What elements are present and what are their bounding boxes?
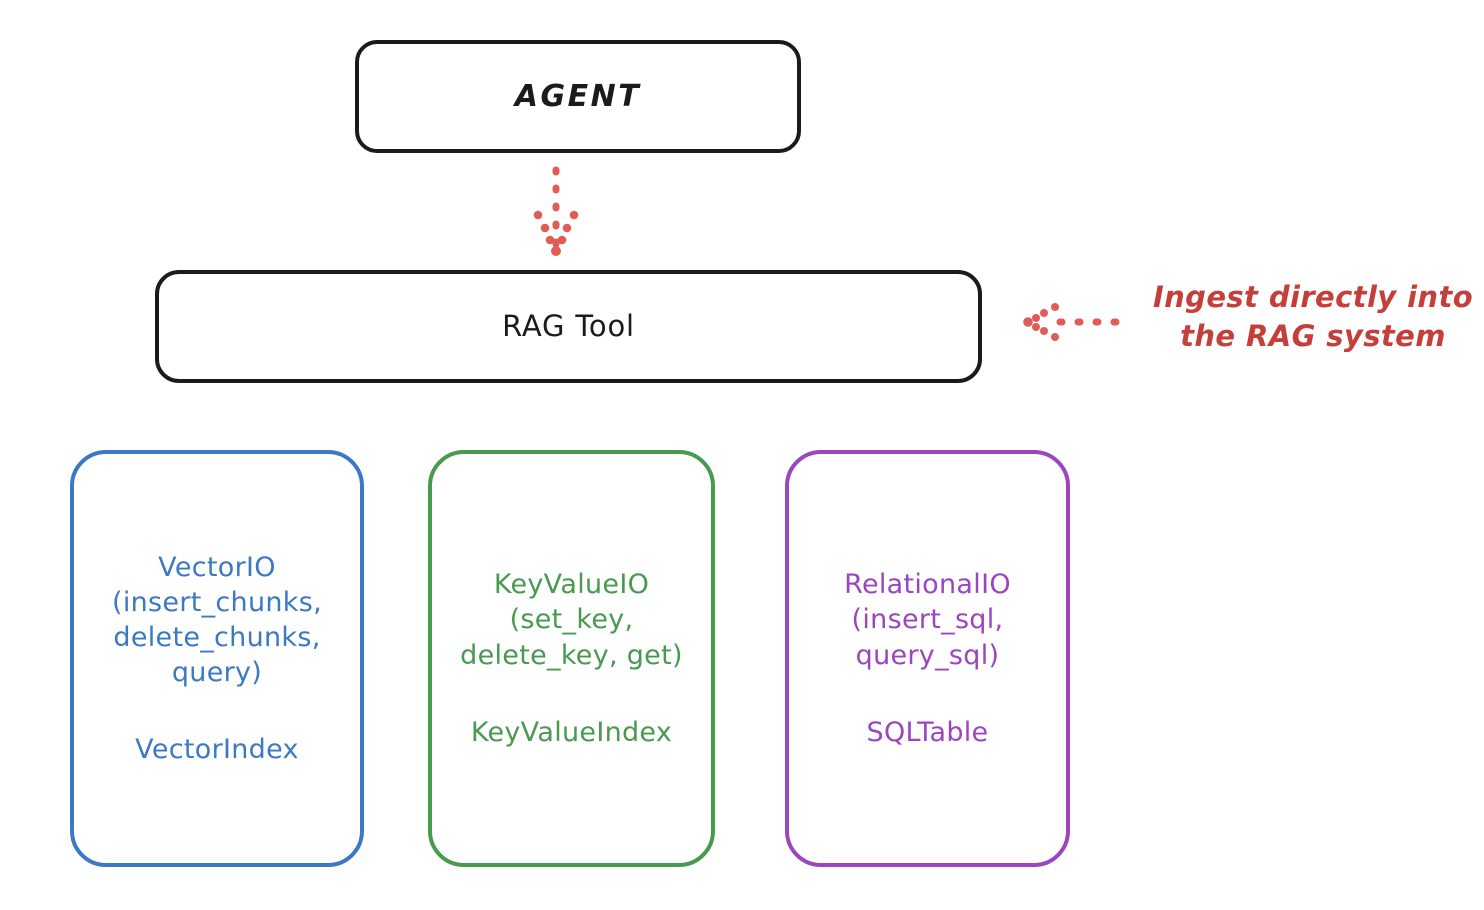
node-agent[interactable]: AGENT [355, 40, 801, 153]
node-key-value-io[interactable]: KeyValueIO (set_key, delete_key, get) Ke… [428, 450, 715, 867]
node-relational-io-index-label: SQLTable [866, 716, 989, 748]
node-agent-label: AGENT [514, 79, 642, 114]
node-rag-tool-label: RAG Tool [502, 308, 635, 343]
connector-agent-to-rag-tool [533, 166, 579, 256]
dotted-arrowhead-left [1023, 303, 1059, 341]
node-vector-io-index-label: VectorIndex [135, 734, 299, 766]
node-vector-io[interactable]: VectorIO (insert_chunks, delete_chunks, … [70, 450, 364, 867]
node-rag-tool[interactable]: RAG Tool [155, 270, 982, 383]
connector-annotation-to-rag-tool [1023, 303, 1130, 341]
node-relational-io-api-label: RelationalIO (insert_sql, query_sql) [844, 569, 1011, 671]
dotted-arrowhead-down [533, 210, 579, 256]
node-relational-io[interactable]: RelationalIO (insert_sql, query_sql) SQL… [785, 450, 1070, 867]
annotation-ingest-directly: Ingest directly into the RAG system [1152, 280, 1474, 353]
node-key-value-io-index-label: KeyValueIndex [470, 716, 673, 748]
node-vector-io-api-label: VectorIO (insert_chunks, delete_chunks, … [112, 551, 322, 689]
node-key-value-io-api-label: KeyValueIO (set_key, delete_key, get) [460, 569, 683, 671]
